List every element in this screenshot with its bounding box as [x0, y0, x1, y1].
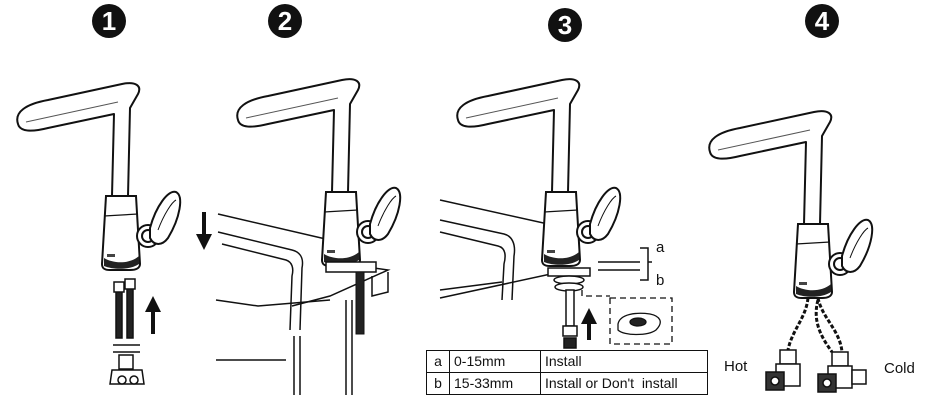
step-3-up-arrow-icon: [581, 308, 597, 340]
step-2-number: 2: [278, 6, 292, 36]
bracket-label-a: a: [656, 239, 665, 256]
table-cell-action: Install or Don't install: [540, 372, 708, 395]
table-row: a 0-15mm Install: [426, 350, 708, 373]
step-3-badge: 3: [548, 8, 582, 42]
step-1-badge: 1: [92, 4, 126, 38]
thickness-table: a 0-15mm Install b 15-33mm Install or Do…: [426, 350, 708, 395]
step-3-mounting-assembly: [547, 261, 640, 349]
step-4-badge: 4: [805, 4, 839, 38]
step-1-faucet: [16, 82, 182, 272]
braided-hoses: [786, 297, 844, 353]
step-1-hoses: [109, 278, 145, 385]
step-2-badge: 2: [268, 4, 302, 38]
step-1-number: 1: [102, 6, 116, 36]
spacer-detail-callout: [581, 290, 673, 345]
cold-angle-valve: [817, 351, 867, 393]
bracket-label-b: b: [656, 272, 664, 289]
hot-label: Hot: [724, 358, 748, 375]
step-3-sink: [439, 199, 561, 301]
table-cell-range: 15-33mm: [449, 372, 541, 395]
step-4-faucet: [708, 110, 874, 300]
table-row: b 15-33mm Install or Don't install: [426, 372, 708, 395]
step-4-number: 4: [815, 6, 830, 36]
cold-label: Cold: [884, 360, 915, 377]
step-2-mount-rod: [325, 261, 377, 335]
table-cell-action: Install: [540, 350, 708, 373]
table-cell-key: a: [426, 350, 450, 373]
down-arrow-icon: [196, 212, 212, 250]
table-cell-range: 0-15mm: [449, 350, 541, 373]
step-3-faucet: [456, 78, 622, 268]
up-arrow-icon: [145, 296, 161, 334]
table-cell-key: b: [426, 372, 450, 395]
step-3-number: 3: [558, 10, 572, 40]
thickness-bracket: [640, 247, 652, 281]
hot-angle-valve: [765, 349, 801, 391]
